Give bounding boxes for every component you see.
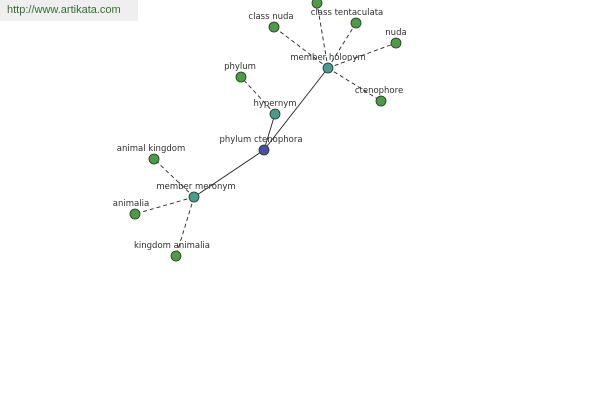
- node-class-nuda[interactable]: [268, 21, 280, 33]
- edge-member-meronym-to-animalia: [134, 196, 195, 215]
- label-nuda[interactable]: nuda: [385, 28, 406, 38]
- source-url[interactable]: http://www.artikata.com: [0, 0, 138, 21]
- edge-phylum-ctenophora-to-hypernym: [263, 113, 276, 151]
- node-member-holonym[interactable]: [322, 62, 334, 74]
- labels-layer: phylum ctenophora member holonym hypernym m…: [113, 8, 407, 251]
- label-animalia[interactable]: animalia: [113, 199, 149, 209]
- edge-member-holonym-to-class-nuda: [273, 26, 329, 69]
- edge-member-holonym-to-class-tentaculata: [327, 22, 357, 69]
- edge-phylum-ctenophora-to-member-holonym: [263, 67, 329, 151]
- node-nuda[interactable]: [390, 37, 402, 49]
- label-phylum-ctenophora[interactable]: phylum ctenophora: [219, 135, 302, 145]
- edge-member-meronym-to-animal-kingdom: [153, 158, 195, 198]
- nodes-layer: [129, 0, 402, 262]
- edge-member-holonym-to-unlabeled-top: [316, 2, 329, 69]
- node-unlabeled-top[interactable]: [311, 0, 323, 9]
- label-ctenophore[interactable]: ctenophore: [355, 86, 403, 96]
- label-animal-kingdom[interactable]: animal kingdom: [117, 144, 185, 154]
- edges-layer: [134, 2, 397, 257]
- label-class-tentaculata[interactable]: class tentaculata: [311, 8, 383, 18]
- edge-member-meronym-to-kingdom-animalia: [175, 196, 195, 257]
- edge-member-holonym-to-ctenophore: [327, 67, 382, 102]
- node-animal-kingdom[interactable]: [148, 153, 160, 165]
- node-animalia[interactable]: [129, 208, 141, 220]
- node-hypernym[interactable]: [269, 108, 281, 120]
- edge-member-holonym-to-nuda: [327, 42, 397, 69]
- node-phylum[interactable]: [235, 71, 247, 83]
- node-kingdom-animalia[interactable]: [170, 250, 182, 262]
- label-kingdom-animalia[interactable]: kingdom animalia: [134, 241, 210, 251]
- label-phylum[interactable]: phylum: [224, 62, 256, 72]
- edge-hypernym-to-phylum: [240, 76, 276, 115]
- label-hypernym[interactable]: hypernym: [253, 99, 296, 109]
- label-member-meronym[interactable]: member meronym: [156, 182, 235, 192]
- node-member-meronym[interactable]: [188, 191, 200, 203]
- node-ctenophore[interactable]: [375, 95, 387, 107]
- node-phylum-ctenophora[interactable]: [258, 144, 270, 156]
- label-class-nuda[interactable]: class nuda: [248, 12, 293, 22]
- node-class-tentaculata[interactable]: [350, 17, 362, 29]
- edge-phylum-ctenophora-to-member-meronym: [193, 149, 265, 198]
- label-member-holonym[interactable]: member holonym: [290, 53, 365, 63]
